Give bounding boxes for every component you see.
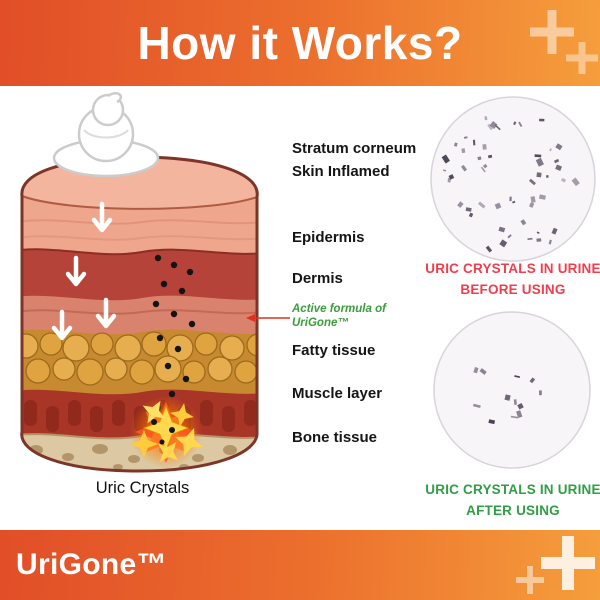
footer-banner: UriGone™ xyxy=(0,530,600,600)
microscope-after-image xyxy=(432,310,592,475)
label-skin-inflamed: Skin Inflamed xyxy=(292,163,390,180)
cream-dollop-icon xyxy=(52,92,160,178)
page-title: How it Works? xyxy=(137,17,463,69)
before-caption-line2: BEFORE USING xyxy=(460,282,566,297)
diagram-caption: Uric Crystals xyxy=(95,479,190,497)
label-bone-tissue: Bone tissue xyxy=(292,429,378,446)
label-muscle-layer: Muscle layer xyxy=(292,385,383,402)
cream-swirl-line xyxy=(83,129,129,139)
uric-crystal-cluster xyxy=(124,390,209,474)
label-dermis: Dermis xyxy=(292,270,343,287)
annotation-arrow-icon xyxy=(246,314,290,322)
plus-decoration-icon xyxy=(530,10,598,74)
microscope-before-image xyxy=(429,95,597,268)
after-caption-line2: AFTER USING xyxy=(466,503,560,518)
before-caption-line1: URIC CRYSTALS IN URINE xyxy=(425,261,600,276)
brand-name: UriGone™ xyxy=(16,548,167,581)
fat-globules xyxy=(21,331,258,386)
plus-decoration-icon xyxy=(516,536,595,594)
after-caption: URIC CRYSTALS IN URINE AFTER USING xyxy=(411,479,600,521)
label-epidermis: Epidermis xyxy=(292,229,365,246)
after-caption-line1: URIC CRYSTALS IN URINE xyxy=(425,482,600,497)
label-fatty-tissue: Fatty tissue xyxy=(292,342,376,359)
label-stratum-corneum: Stratum corneum xyxy=(292,140,417,157)
header-banner: How it Works? xyxy=(0,0,600,86)
penetration-arrows-icon xyxy=(51,201,117,341)
active-formula-annotation: Active formula of UriGone™ xyxy=(292,303,386,329)
before-caption: URIC CRYSTALS IN URINE BEFORE USING xyxy=(411,258,600,300)
skin-cross-section-illustration xyxy=(20,92,259,474)
